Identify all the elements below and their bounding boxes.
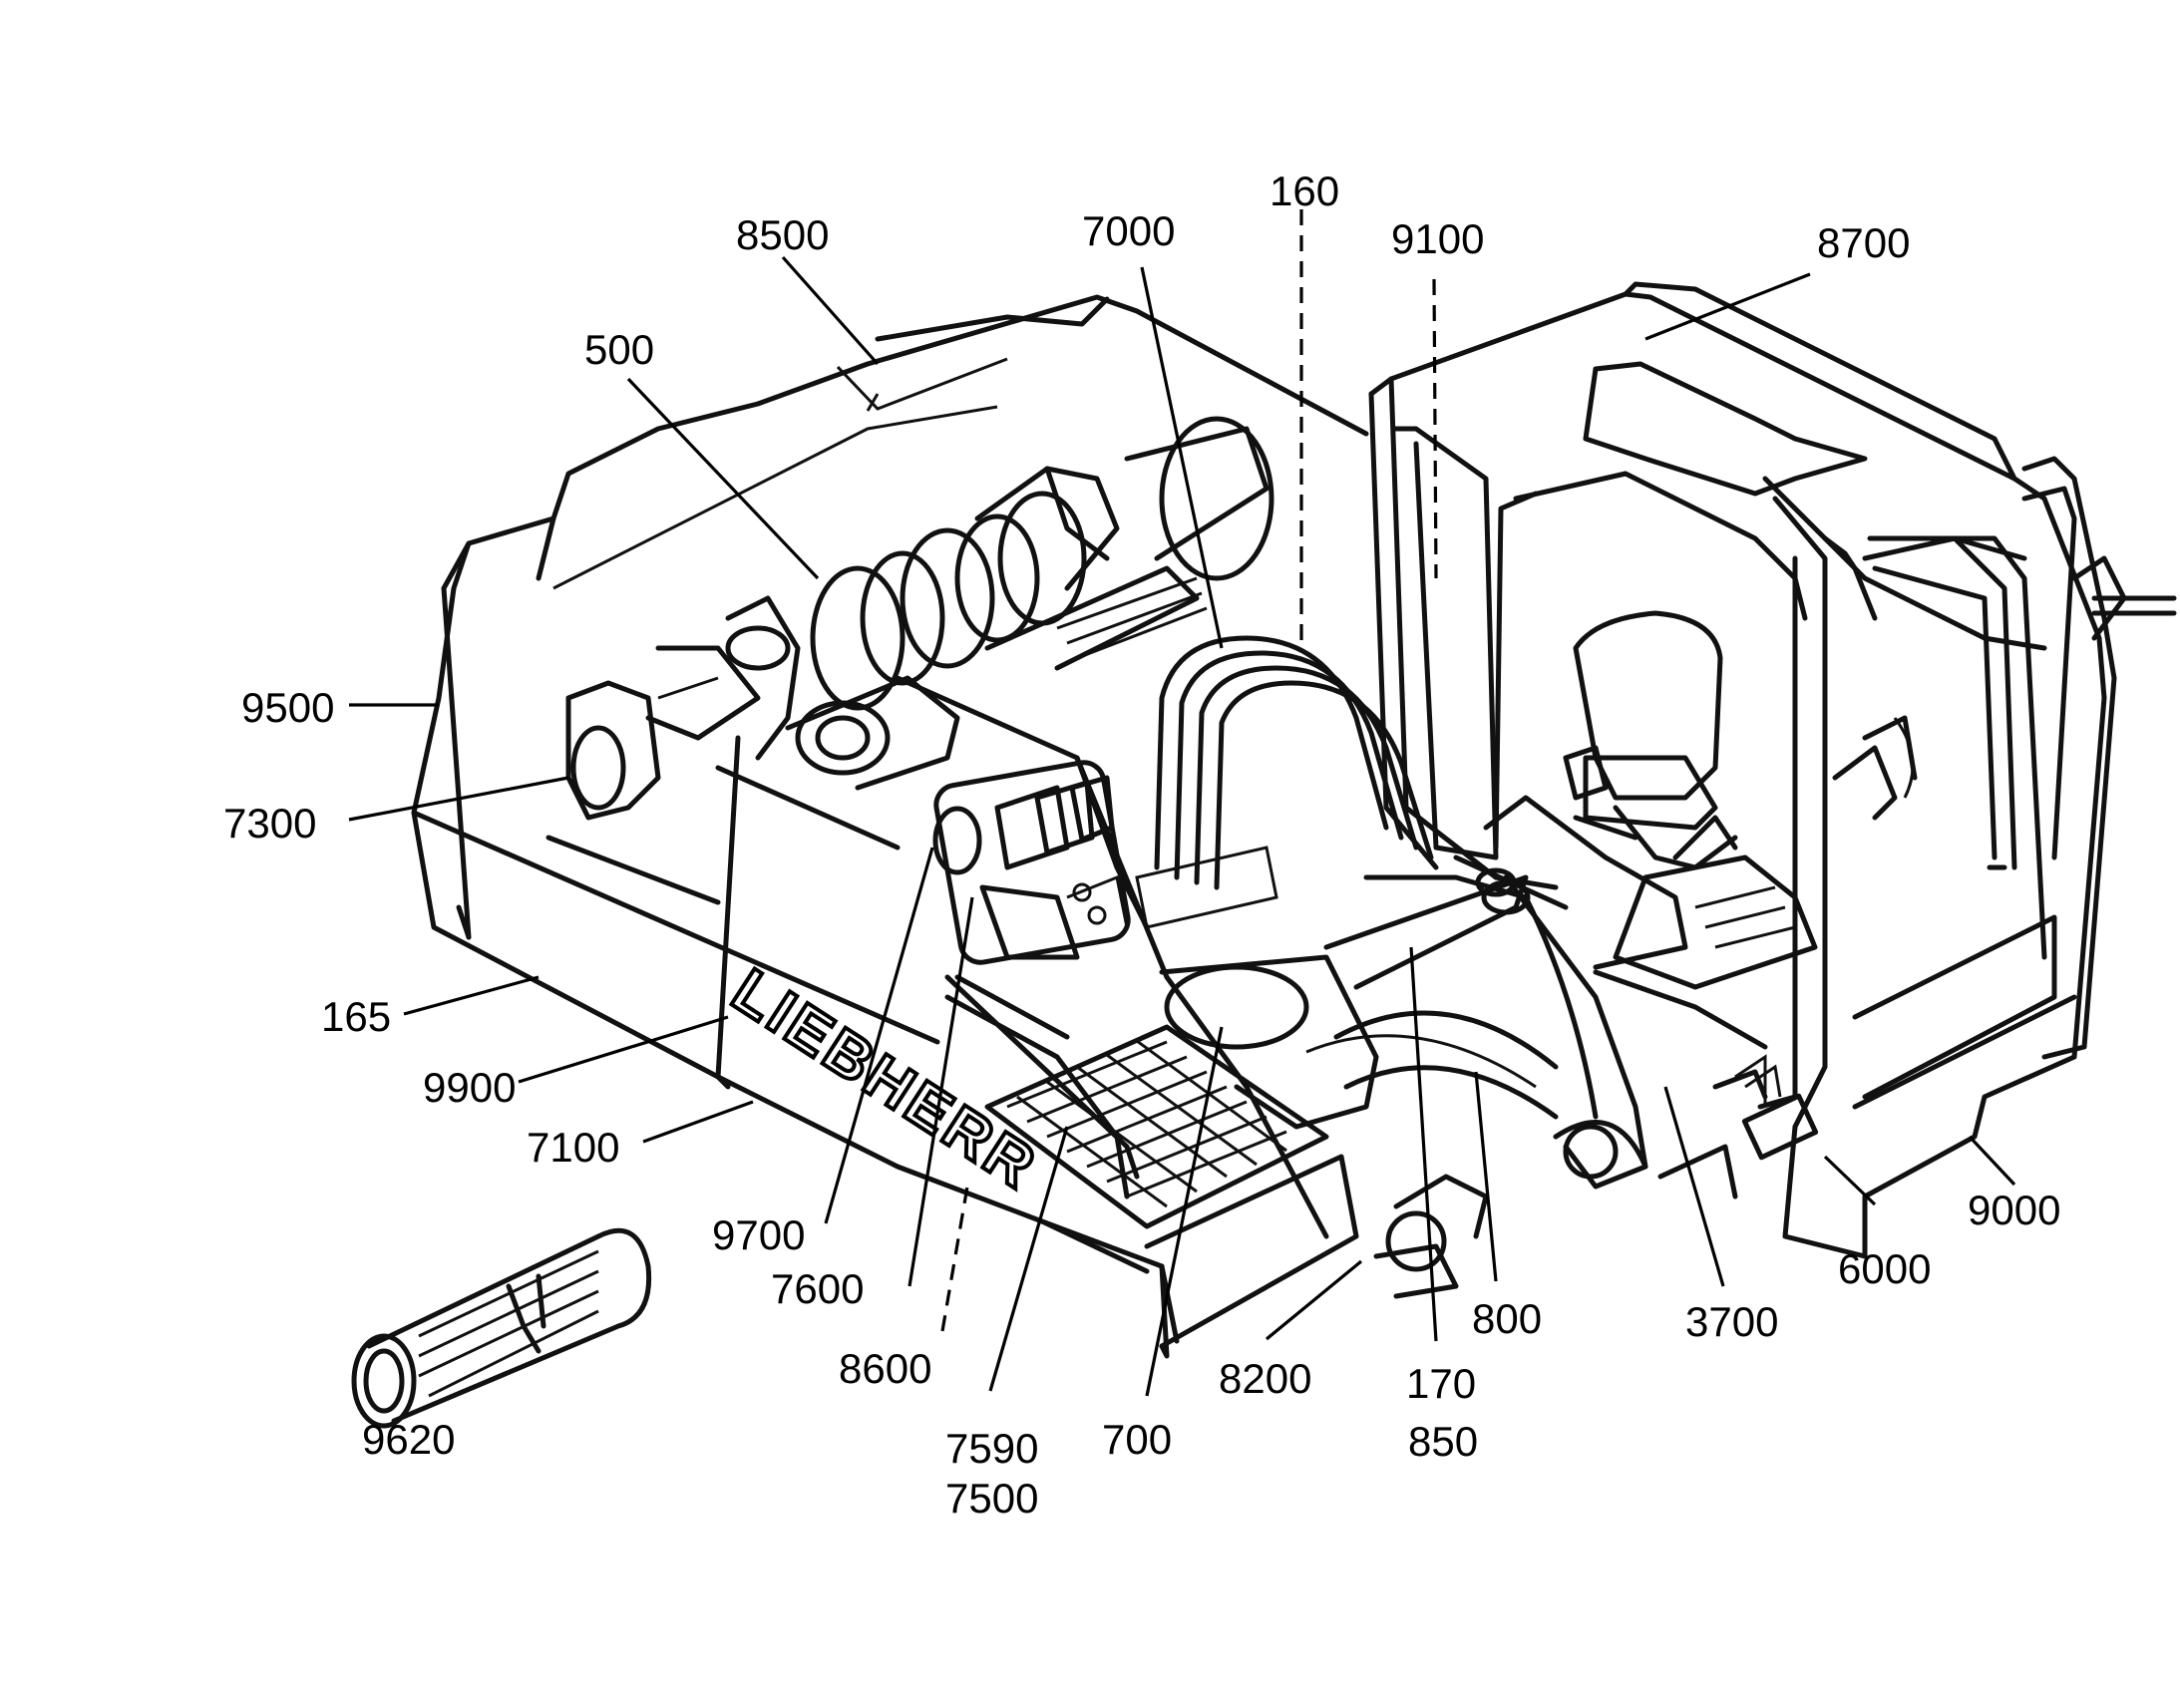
label-800: 800 (1472, 1295, 1542, 1342)
cab-handrail-and-mirror (2021, 456, 2177, 1060)
label-170: 170 (1406, 1360, 1476, 1407)
label-8500: 8500 (736, 211, 829, 258)
label-9700: 9700 (712, 1211, 805, 1258)
brand-lettering: LIEBHERR (718, 954, 1051, 1205)
windshield-wiper (1862, 535, 2017, 870)
boom-mount (1323, 874, 1648, 1299)
engine (565, 416, 1274, 821)
label-160: 160 (1270, 168, 1339, 214)
swing-ring (1159, 954, 1559, 1130)
label-8200: 8200 (1219, 1355, 1311, 1402)
label-9900: 9900 (423, 1064, 516, 1111)
label-7300: 7300 (223, 800, 316, 847)
label-9500: 9500 (241, 684, 334, 731)
label-700: 700 (1102, 1416, 1172, 1463)
leader-lines (348, 209, 2016, 1397)
label-3700: 3700 (1685, 1298, 1778, 1345)
svg-text:LIEBHERR: LIEBHERR (720, 956, 1049, 1203)
label-7100: 7100 (527, 1124, 619, 1171)
label-8700: 8700 (1817, 219, 1910, 266)
label-7590: 7590 (945, 1425, 1038, 1472)
excavator-upper-carriage-drawing: LIEBHERR (411, 281, 2177, 1359)
label-7600: 7600 (771, 1265, 864, 1312)
label-850: 850 (1408, 1418, 1478, 1465)
operator-seat (1563, 610, 1738, 870)
engine-hood (411, 294, 1369, 816)
label-6000: 6000 (1838, 1245, 1931, 1292)
label-8600: 8600 (839, 1345, 931, 1392)
counterweight-housing (411, 585, 1359, 1359)
label-9620: 9620 (362, 1416, 455, 1463)
hose-roll (351, 1227, 652, 1429)
label-9100: 9100 (1391, 215, 1484, 262)
label-165: 165 (321, 993, 391, 1040)
grab-handle (944, 974, 1130, 1199)
cab-controls (1613, 715, 1918, 990)
label-7000: 7000 (1082, 207, 1175, 254)
part-number-labels: 8500 7000 160 9100 8700 500 9500 7300 16… (223, 168, 2060, 1522)
walkway-grille (944, 974, 1329, 1229)
label-500: 500 (584, 326, 654, 373)
label-7500: 7500 (945, 1475, 1038, 1522)
label-9000: 9000 (1968, 1187, 2060, 1233)
center-panel (895, 675, 1329, 1239)
operator-cab (1368, 281, 2107, 1259)
